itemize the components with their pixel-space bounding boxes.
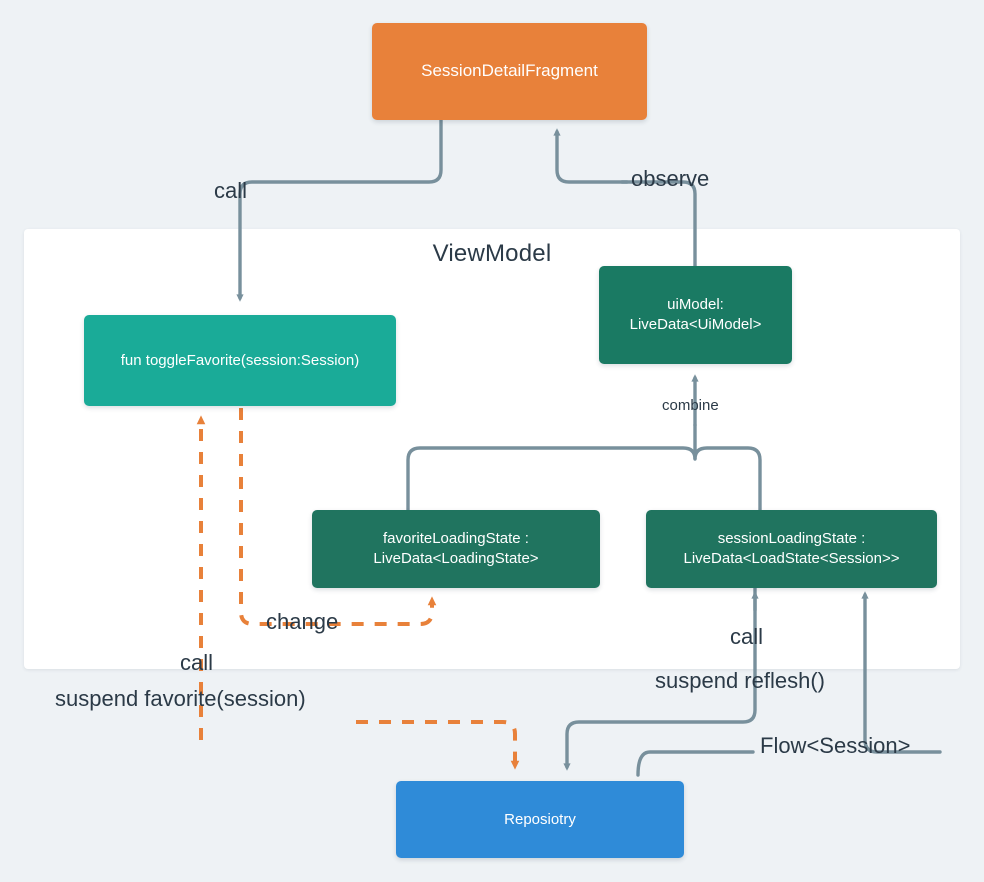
node-session-detail-fragment[interactable]: SessionDetailFragment (372, 23, 647, 120)
edge-label-observe: observe (631, 166, 710, 191)
edge-label-flow-session: Flow<Session> (760, 733, 911, 758)
node-repository-label: Reposiotry (504, 810, 576, 828)
edge-label-change: change (266, 609, 339, 634)
node-repository[interactable]: Reposiotry (396, 781, 684, 858)
node-session-loading-state[interactable]: sessionLoadingState : LiveData<LoadState… (646, 510, 937, 588)
node-ui-model[interactable]: uiModel: LiveData<UiModel> (599, 266, 792, 364)
node-favorite-loading-state[interactable]: favoriteLoadingState : LiveData<LoadingS… (312, 510, 600, 588)
node-session-loading-state-label: sessionLoadingState : LiveData<LoadState… (683, 530, 900, 567)
edge-label-combine: combine (662, 397, 719, 414)
edge-label-suspend-favorite: suspend favorite(session) (55, 686, 306, 711)
viewmodel-panel-title: ViewModel (432, 240, 552, 267)
edge-label-suspend-reflesh: suspend reflesh() (655, 668, 825, 693)
edge-label-call-left: call (180, 650, 214, 675)
node-ui-model-label: uiModel: LiveData<UiModel> (629, 296, 762, 333)
node-toggle-favorite[interactable]: fun toggleFavorite(session:Session) (84, 315, 396, 406)
edge-label-call-top: call (214, 178, 248, 203)
edge-suspend-favorite-to-repository (356, 720, 520, 770)
viewmodel-panel (24, 229, 960, 669)
node-favorite-loading-state-label: favoriteLoadingState : LiveData<LoadingS… (373, 530, 539, 567)
node-toggle-favorite-label: fun toggleFavorite(session:Session) (120, 351, 360, 369)
node-session-detail-fragment-label: SessionDetailFragment (421, 61, 598, 81)
edge-label-call-right: call (730, 624, 764, 649)
